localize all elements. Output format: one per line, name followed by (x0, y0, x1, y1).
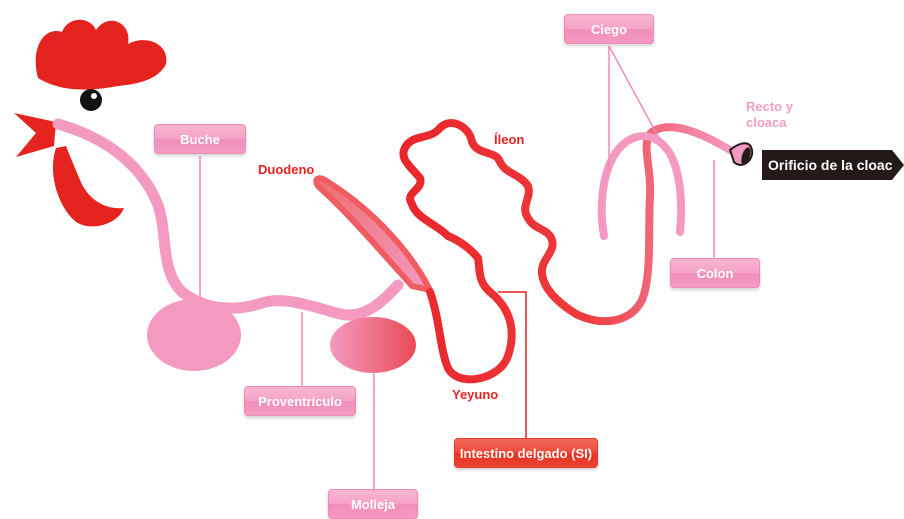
small-intestine (403, 123, 730, 379)
label-buche: Buche (154, 124, 246, 154)
gizzard (330, 317, 416, 373)
leader-ciego-2 (609, 46, 660, 140)
label-yeyuno: Yeyuno (452, 387, 498, 403)
beak-icon (14, 113, 56, 157)
orificio-text: Orificio de la cloaca (762, 150, 892, 180)
eye-icon (80, 89, 102, 111)
label-recto-cloaca: Recto y cloaca (746, 99, 793, 131)
label-orificio-cloaca: Orificio de la cloaca (762, 150, 904, 180)
crop (147, 299, 241, 371)
label-ciego: Ciego (564, 14, 654, 44)
comb-icon (36, 20, 167, 90)
label-ileon: Íleon (494, 132, 524, 148)
label-intestino-delgado: Intestino delgado (SI) (454, 438, 598, 468)
label-molleja: Molleja (328, 489, 418, 519)
cecum (602, 136, 681, 236)
label-colon: Colon (670, 258, 760, 288)
wattle-icon (53, 146, 124, 226)
arrow-right-icon (892, 150, 904, 180)
label-proventriculo: Proventrículo (244, 386, 356, 416)
label-duodeno: Duodeno (258, 162, 314, 178)
